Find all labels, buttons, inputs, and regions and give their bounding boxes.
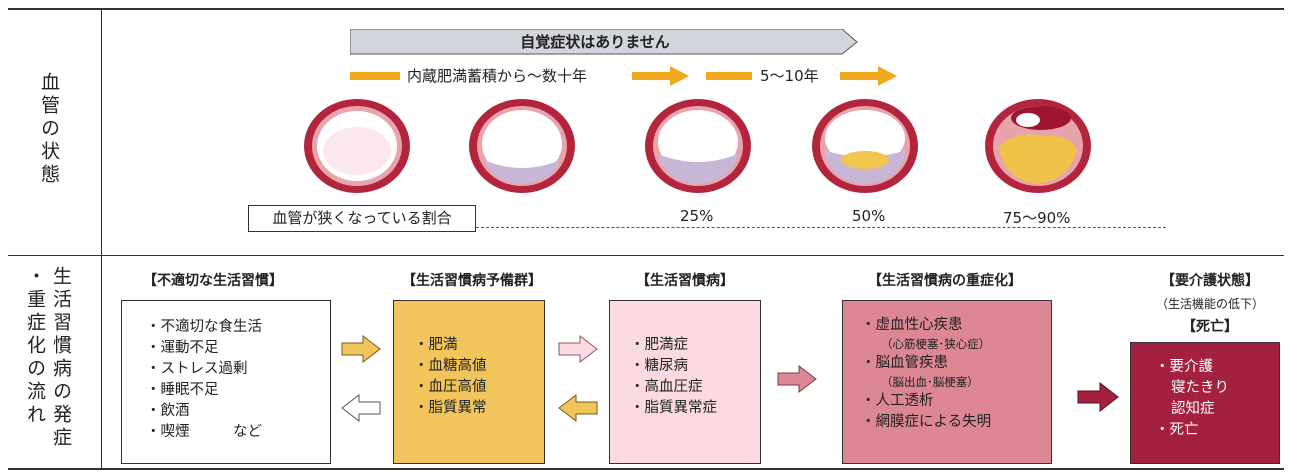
arrow-right-crimson-icon	[1077, 382, 1119, 412]
ratio-guideline	[476, 227, 1166, 228]
list-item: ・脂質異常症	[630, 400, 717, 416]
vessel-healthy-icon	[304, 99, 410, 193]
banner-arrow	[350, 29, 858, 55]
column-divider	[101, 8, 102, 470]
row-label-vessel-state: 血管の状態	[38, 72, 60, 187]
list-item: ・肥満	[414, 337, 458, 353]
banner-text: 自覚症状はありません	[520, 33, 670, 51]
orange-bar	[706, 72, 752, 80]
list-item: ・肥満症	[630, 337, 688, 353]
list-item: ・虚血性心疾患	[861, 317, 963, 333]
orange-arrow	[840, 66, 897, 86]
row-divider	[8, 255, 1284, 256]
list-item: ・睡眠不足	[146, 382, 219, 398]
list-item: 認知症	[1171, 401, 1215, 417]
list-item: 寝たきり	[1171, 380, 1229, 396]
timeline-period2: 5〜10年	[760, 67, 819, 85]
list-item-note: （心筋梗塞･狭心症）	[881, 337, 991, 351]
stage-title-lifestyle: 【不適切な生活習慣】	[143, 273, 283, 289]
arrow-left-yellow-icon	[558, 394, 598, 422]
vessel-early-icon	[469, 99, 575, 193]
vessel-50-icon	[812, 99, 918, 193]
stage-title-care: 【要介護状態】	[1161, 273, 1259, 289]
list-item: ・血糖高値	[414, 358, 487, 374]
arrow-right-pink-icon	[558, 335, 598, 363]
row-label-flow-col1: ・重症化の流れ	[24, 266, 46, 427]
row-label-flow-col2: 生活習慣病の発症	[50, 266, 72, 450]
narrowing-label: 血管が狭くなっている割合	[248, 205, 476, 232]
arrow-left-white-icon	[341, 394, 381, 422]
list-item: ・高血圧症	[630, 379, 703, 395]
list-item: ・脳血管疾患	[861, 355, 948, 371]
stage-box-severe: ・虚血性心疾患 （心筋梗塞･狭心症） ・脳血管疾患 （脳出血･脳梗塞） ・人工透…	[842, 300, 1052, 464]
list-item: ・ストレス過剰	[146, 361, 248, 377]
list-item: ・糖尿病	[630, 358, 688, 374]
stage-title-severe: 【生活習慣病の重症化】	[868, 273, 1022, 289]
outer-frame	[8, 8, 1284, 470]
stage-title-disease: 【生活習慣病】	[636, 273, 734, 289]
list-item-note: （脳出血･脳梗塞）	[881, 375, 979, 389]
list-item: ・不適切な食生活	[146, 319, 262, 335]
list-item: ・血圧高値	[414, 379, 487, 395]
stage-subtitle-care: （生活機能の低下）	[1155, 297, 1264, 311]
stage-box-prediabetic: ・肥満 ・血糖高値 ・血圧高値 ・脂質異常	[393, 300, 545, 464]
vessel-75-90-icon	[985, 99, 1091, 193]
stage-box-disease: ・肥満症 ・糖尿病 ・高血圧症 ・脂質異常症	[609, 300, 761, 464]
ratio-50: 50%	[852, 207, 886, 225]
list-item: ・飲酒	[146, 403, 190, 419]
list-item: ・喫煙 など	[146, 424, 262, 440]
stage-box-lifestyle: ・不適切な食生活 ・運動不足 ・ストレス過剰 ・睡眠不足 ・飲酒 ・喫煙 など	[121, 300, 331, 464]
timeline-period1: 内蔵肥満蓄積から〜数十年	[407, 67, 588, 85]
ratio-75-90: 75〜90%	[1003, 209, 1071, 227]
arrow-right-rose-icon	[777, 365, 817, 393]
list-item: ・運動不足	[146, 340, 219, 356]
list-item: ・脂質異常	[414, 400, 487, 416]
arrow-right-yellow-icon	[341, 335, 381, 363]
vessel-25-icon	[645, 99, 751, 193]
stage-box-care: ・要介護 寝たきり 認知症 ・死亡	[1130, 342, 1280, 464]
list-item: ・人工透析	[861, 393, 934, 409]
stage-title-death: 【死亡】	[1182, 319, 1238, 335]
orange-bar	[350, 72, 400, 80]
orange-arrow	[632, 66, 689, 86]
list-item: ・死亡	[1155, 422, 1199, 438]
list-item: ・網膜症による失明	[861, 414, 992, 430]
ratio-25: 25%	[680, 207, 714, 225]
stage-title-prediabetic: 【生活習慣病予備群】	[402, 273, 542, 289]
list-item: ・要介護	[1155, 359, 1213, 375]
